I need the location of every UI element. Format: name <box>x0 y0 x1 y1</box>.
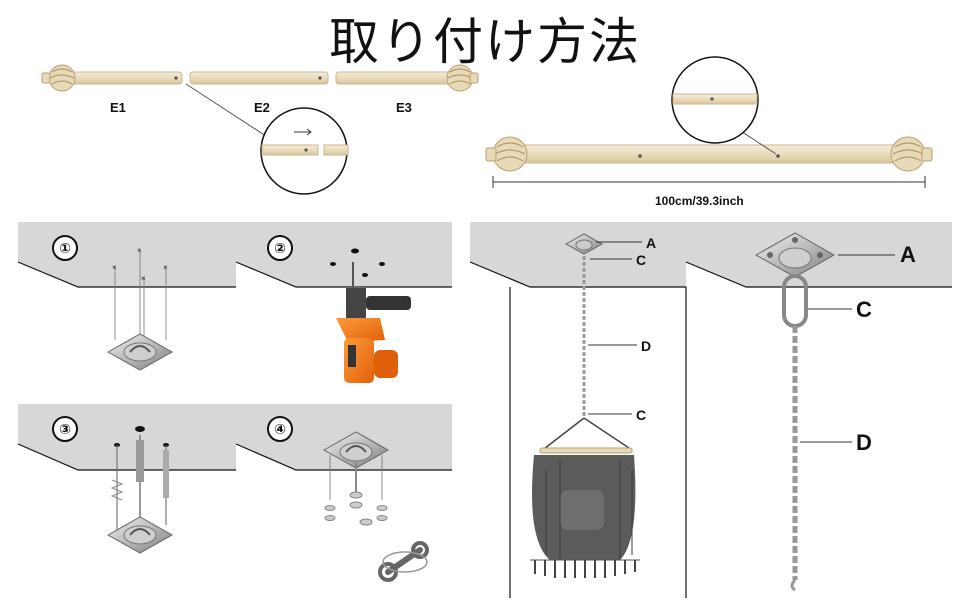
rod-label-e3: E3 <box>396 100 412 115</box>
chain-icon <box>790 326 798 592</box>
rod-segment-e3 <box>335 71 463 85</box>
ceiling-plate-icon <box>106 333 174 371</box>
step-number-1: ① <box>52 235 78 261</box>
ceiling-plate-icon <box>106 516 174 554</box>
part-label-c-large: C <box>856 297 872 322</box>
page-title: 取り付け方法 <box>329 13 641 71</box>
step-1-panel: × × × × <box>17 222 236 371</box>
drill-icon <box>336 262 411 383</box>
rod-segment-e1 <box>57 71 183 85</box>
svg-text:×: × <box>112 263 117 272</box>
hanging-panel-large <box>685 222 952 592</box>
hanging-chair-icon <box>530 417 640 578</box>
part-label-a-small: A <box>646 235 657 251</box>
part-label-c-bottom-small: C <box>636 407 647 423</box>
wrench-icon <box>378 541 429 582</box>
step-2-panel <box>235 222 452 383</box>
rod-end-knob-left <box>41 64 76 92</box>
svg-text:×: × <box>141 274 146 283</box>
part-label-c-top-small: C <box>636 252 647 268</box>
rod-end-knob-right <box>446 64 479 92</box>
part-label-a-large: A <box>900 242 916 267</box>
rod-assembled <box>485 56 933 188</box>
svg-text:×: × <box>163 263 168 272</box>
step-number-4: ④ <box>267 416 293 442</box>
assembled-rod <box>497 144 919 164</box>
step-number-2: ② <box>267 235 293 261</box>
rod-label-e2: E2 <box>254 100 270 115</box>
rod-joint-zoom-circle <box>260 107 349 195</box>
part-label-d-large: D <box>856 430 872 455</box>
step-number-3: ③ <box>52 416 78 442</box>
hanging-panel-small <box>469 222 687 598</box>
svg-text:×: × <box>137 246 142 255</box>
step-3-panel <box>17 404 236 554</box>
ceiling-plate-icon <box>754 232 836 278</box>
rod-length-label: 100cm/39.3inch <box>655 194 744 208</box>
ceiling-plate-icon <box>564 233 604 255</box>
rod-segment-e2 <box>189 71 329 85</box>
ceiling-plate-icon <box>322 431 390 469</box>
part-label-d-small: D <box>641 338 652 354</box>
rod-zoom-circle <box>671 56 759 144</box>
rod-label-e1: E1 <box>110 100 126 115</box>
rod-assembly <box>41 64 479 195</box>
